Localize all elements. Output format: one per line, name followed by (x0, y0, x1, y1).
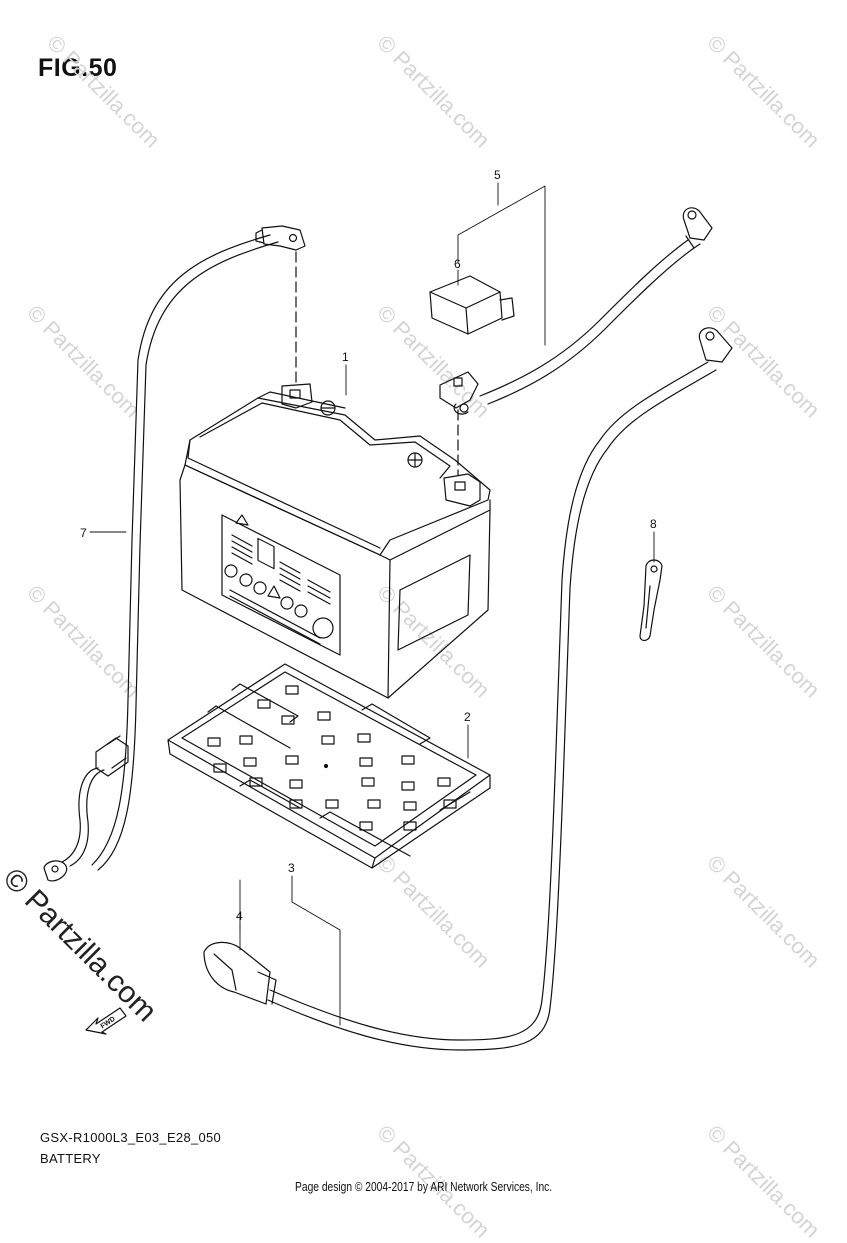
callout-5: 5 (494, 168, 501, 182)
part-7-negative-lead (43, 225, 306, 882)
diagram-code: GSX-R1000L3_E03_E28_050 (40, 1130, 222, 1145)
callout-1: 1 (342, 350, 349, 364)
callout-7: 7 (80, 526, 87, 540)
figure-title: FIG.50 (38, 54, 118, 82)
part-3-starter-cable (267, 327, 733, 1051)
part-5-positive-lead (439, 207, 713, 415)
part-1-battery (179, 383, 491, 699)
part-4-terminal-boot (203, 941, 277, 1005)
part-6-terminal-cap (429, 275, 515, 335)
callout-2: 2 (464, 710, 471, 724)
copyright-notice: Page design © 2004-2017 by ARI Network S… (295, 1180, 553, 1194)
callout-8: 8 (650, 517, 657, 531)
callout-3: 3 (288, 861, 295, 875)
part-2-battery-tray (167, 663, 491, 869)
fwd-arrow-icon: FWD (85, 1007, 127, 1035)
callout-leaders (89, 182, 655, 1026)
part-8-clamp (639, 559, 663, 642)
battery-diagram: FWD 1 2 3 4 5 6 7 8 (43, 168, 733, 1051)
callout-6: 6 (454, 257, 461, 271)
diagram-name: BATTERY (40, 1151, 101, 1166)
callout-4: 4 (236, 909, 243, 923)
